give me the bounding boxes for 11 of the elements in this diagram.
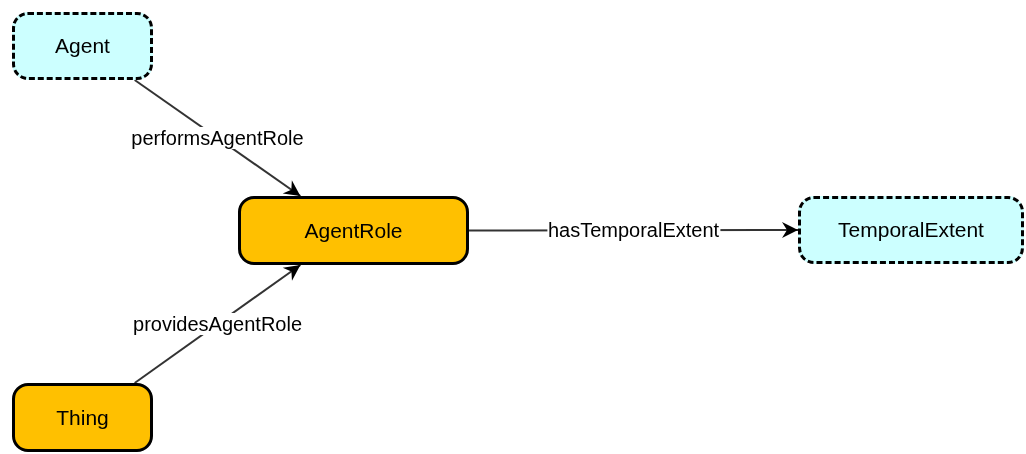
- node-label: Agent: [55, 34, 110, 58]
- node-label: Thing: [56, 405, 109, 430]
- node-box: [12, 383, 153, 452]
- node-label: TemporalExtent: [838, 218, 984, 242]
- node-box: [12, 12, 153, 80]
- node-box: [238, 196, 469, 265]
- node-box: [798, 196, 1024, 264]
- edge-label: hasTemporalExtent: [546, 219, 721, 242]
- edge-label: providesAgentRole: [132, 313, 303, 335]
- node-label: AgentRole: [304, 218, 403, 243]
- edge-label: performsAgentRole: [130, 127, 305, 149]
